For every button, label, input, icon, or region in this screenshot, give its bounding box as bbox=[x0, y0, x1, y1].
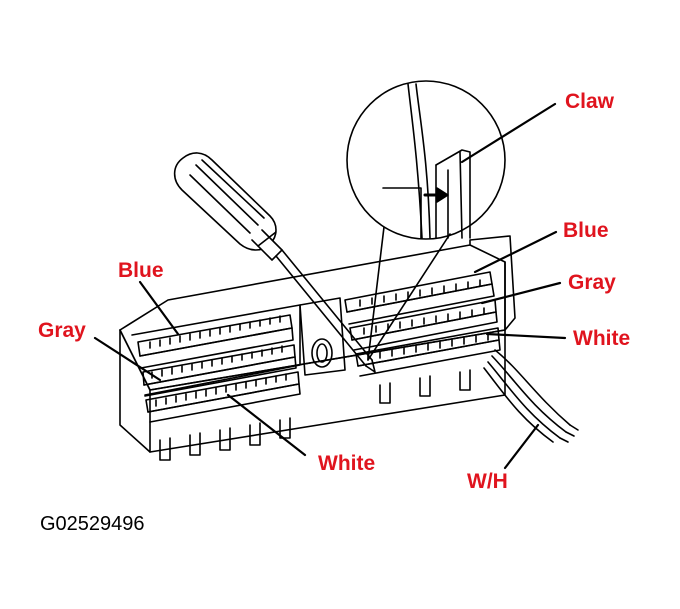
left-terminal-rows bbox=[137, 314, 301, 461]
magnifier-circle-icon bbox=[346, 80, 506, 361]
screwdriver-icon bbox=[173, 152, 376, 373]
leader-gray-right bbox=[480, 281, 562, 305]
leader-gray-left bbox=[93, 336, 162, 382]
leader-white-bottom bbox=[226, 393, 307, 457]
wire-harness bbox=[483, 349, 579, 443]
label-gray-left: Gray bbox=[38, 319, 86, 342]
label-gray-right: Gray bbox=[568, 271, 616, 294]
label-white-right: White bbox=[573, 327, 631, 350]
label-blue-right: Blue bbox=[563, 219, 609, 242]
leader-blue-right bbox=[473, 230, 558, 274]
leader-claw bbox=[460, 102, 557, 164]
leader-lines bbox=[93, 102, 567, 470]
leader-blue-left bbox=[138, 280, 180, 336]
arrow-right-icon bbox=[423, 187, 449, 203]
label-white-bottom: White bbox=[318, 452, 376, 475]
figure-code: G02529496 bbox=[40, 513, 145, 535]
leader-white-right bbox=[485, 332, 567, 340]
label-blue-left: Blue bbox=[118, 259, 164, 282]
label-wh: W/H bbox=[467, 470, 508, 493]
leader-wh bbox=[503, 423, 540, 470]
label-claw: Claw bbox=[565, 90, 615, 113]
connector-block bbox=[119, 235, 516, 453]
